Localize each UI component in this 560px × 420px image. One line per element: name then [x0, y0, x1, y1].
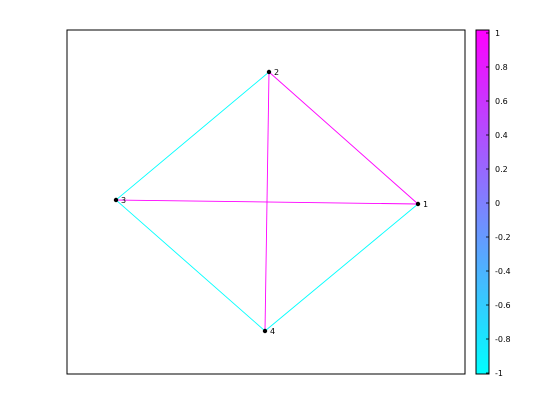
colorbar-tick-label: 0.6 [495, 97, 508, 106]
colorbar-tick-label: 0.2 [495, 165, 508, 174]
colorbar-tick-label: -1 [495, 369, 503, 378]
node-4 [262, 328, 268, 334]
colorbar-tick-label: -0.6 [495, 301, 511, 310]
colorbar: 1 0.8 0.6 0.4 0.2 0 -0.2 -0.4 -0.6 -0.8 -1 [475, 29, 511, 378]
colorbar-tick-label: -0.4 [495, 267, 511, 276]
node-1 [415, 201, 421, 207]
edges-layer [115, 71, 419, 332]
node-label-4: 4 [270, 327, 275, 336]
node-2 [266, 69, 272, 75]
colorbar-tick-label: -0.8 [495, 335, 511, 344]
edge-2-4 [264, 71, 270, 332]
colorbar-tick-label: 0 [495, 199, 500, 208]
nodes-layer: 1 2 3 4 [113, 68, 428, 336]
colorbar-gradient [475, 29, 490, 375]
node-label-3: 3 [121, 196, 126, 205]
edge-2-1 [268, 71, 419, 205]
colorbar-tick-label: -0.2 [495, 233, 511, 242]
node-label-1: 1 [423, 200, 428, 209]
node-3 [113, 197, 119, 203]
edge-4-1 [264, 203, 419, 332]
edge-2-3 [115, 71, 270, 201]
colorbar-tick-label: 0.4 [495, 131, 508, 140]
colorbar-ticks: 1 0.8 0.6 0.4 0.2 0 -0.2 -0.4 -0.6 -0.8 -1 [486, 29, 511, 378]
edge-3-4 [115, 199, 266, 332]
node-label-2: 2 [274, 68, 279, 77]
colorbar-tick-label: 1 [495, 29, 500, 38]
colorbar-tick-label: 0.8 [495, 63, 508, 72]
